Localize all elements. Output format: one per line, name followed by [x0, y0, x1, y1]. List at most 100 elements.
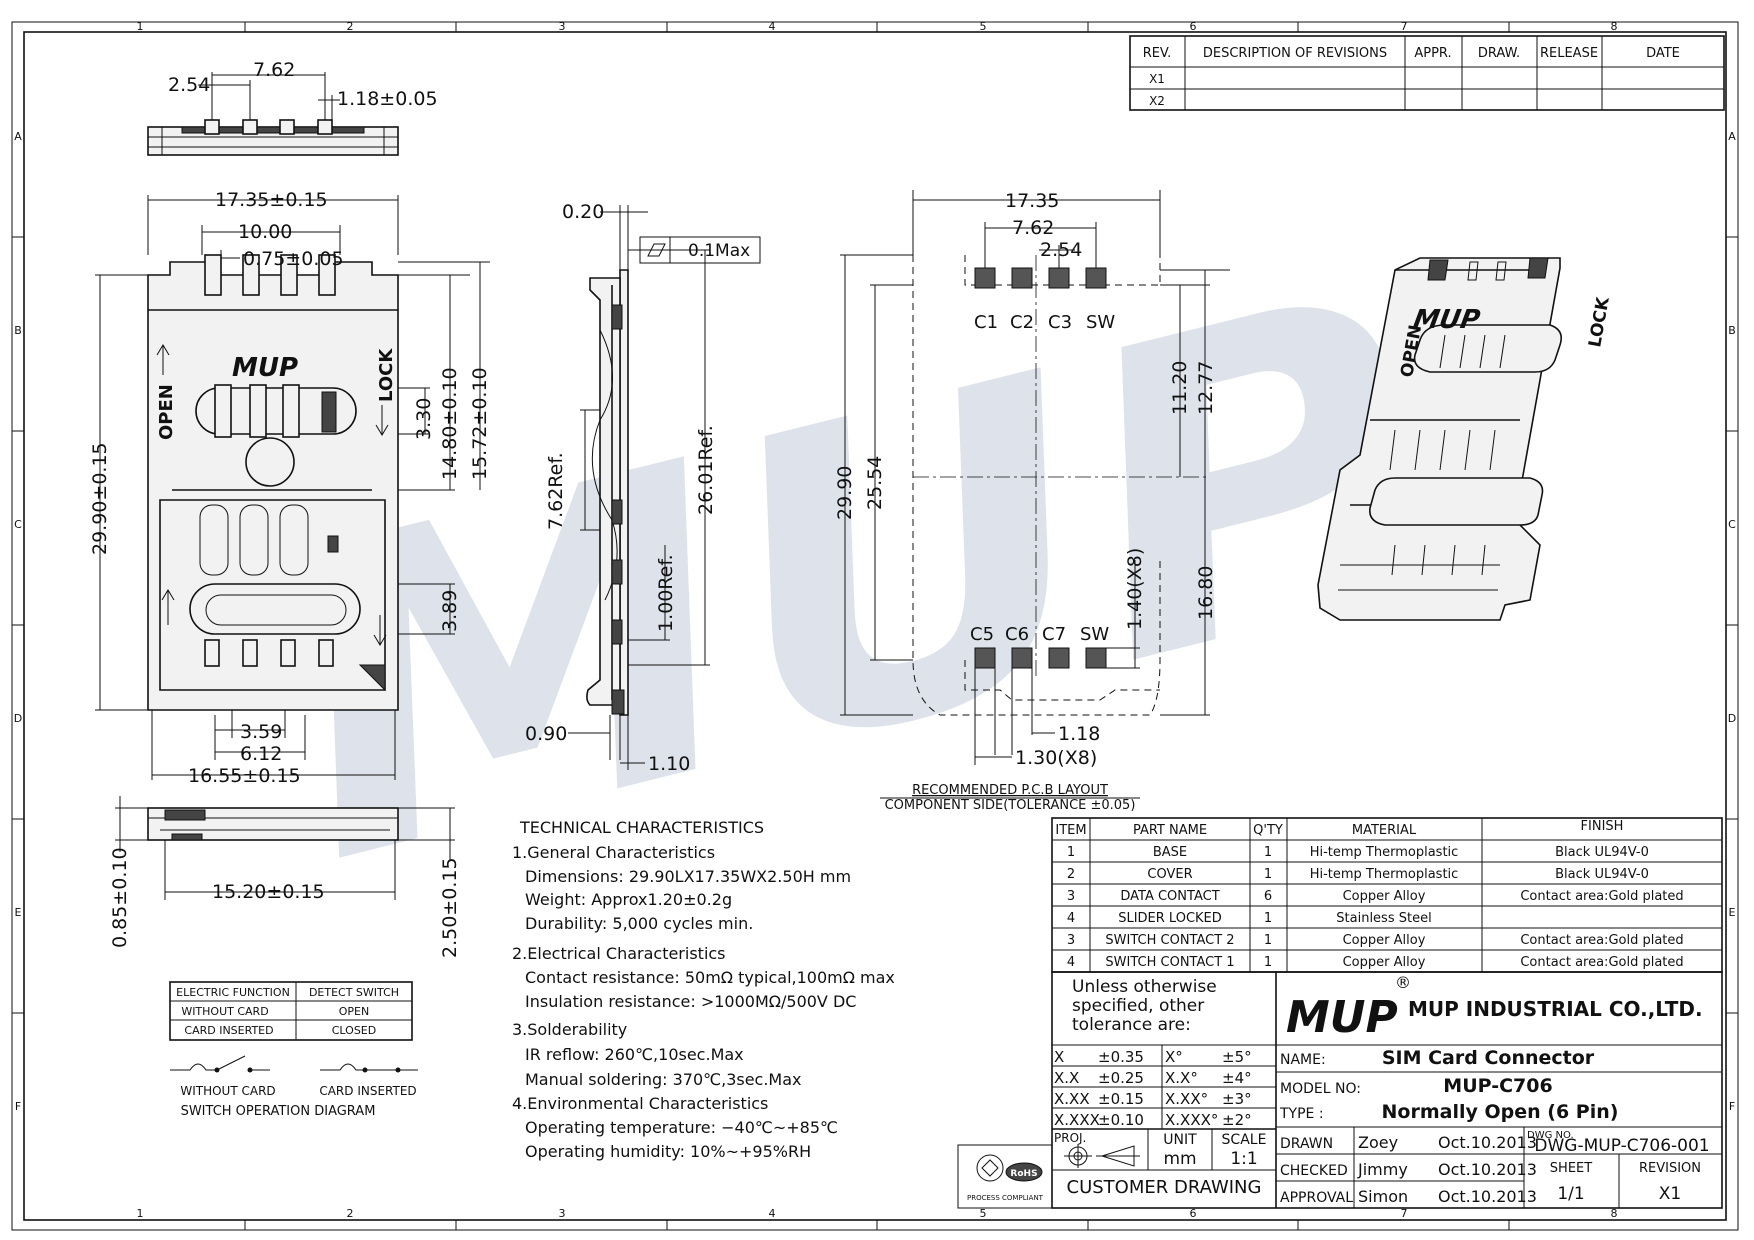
bom-cell: COVER	[1147, 867, 1192, 882]
signoff-cell: APPROVAL	[1280, 1190, 1353, 1206]
tolerance-cell: ±0.25	[1098, 1069, 1144, 1087]
front-lock-label: LOCK	[376, 348, 397, 402]
pcb-pad-sw-bottom	[1085, 647, 1107, 669]
dim-top-2-54: 2.54	[168, 74, 210, 96]
rev-header: DESCRIPTION OF REVISIONS	[1203, 46, 1387, 61]
unit-label: UNIT	[1163, 1132, 1197, 1148]
dim-front-14-80: 14.80±0.10	[439, 367, 461, 480]
bom-cell: 3	[1067, 933, 1075, 948]
customer-drawing: CUSTOMER DRAWING	[1067, 1177, 1262, 1198]
signoff-cell: Simon	[1358, 1187, 1408, 1206]
dim-top-7-62: 7.62	[253, 59, 295, 81]
row-label: D	[14, 712, 22, 725]
tech-line: Insulation resistance: >1000MΩ/500V DC	[525, 992, 856, 1011]
front-logo: MUP	[232, 353, 298, 383]
tolerance-cell: X.XX	[1054, 1090, 1090, 1108]
dim-pcb-25-54: 25.54	[864, 456, 886, 510]
signoff-cell: Zoey	[1358, 1133, 1398, 1152]
row-label: C	[1728, 518, 1736, 531]
bom-cell: Stainless Steel	[1336, 911, 1431, 926]
company-logo: MUP	[1286, 992, 1398, 1043]
pcb-pad-c6	[1011, 647, 1033, 669]
tech-line: 4.Environmental Characteristics	[512, 1094, 768, 1113]
pcb-pad-c2	[1011, 267, 1033, 289]
row-label: F	[15, 1100, 21, 1113]
tech-line: 2.Electrical Characteristics	[512, 944, 726, 963]
watermark-text: MUP	[236, 204, 1471, 957]
tech-line: Manual soldering: 370℃,3sec.Max	[525, 1070, 802, 1089]
bom-cell: Black UL94V-0	[1555, 845, 1649, 860]
bom-cell: Hi-temp Thermoplastic	[1310, 867, 1459, 882]
bom-header: Q'TY	[1253, 823, 1283, 838]
col-label: 6	[1190, 20, 1197, 33]
zone-ticks	[12, 22, 1738, 1230]
revision-value: X1	[1659, 1184, 1681, 1204]
rev-cell: X2	[1149, 94, 1165, 108]
signoff-cell: Oct.10.2013	[1438, 1160, 1537, 1179]
tolerance-cell: X.XX°	[1165, 1090, 1208, 1108]
revision-table: REV. DESCRIPTION OF REVISIONS APPR. DRAW…	[1129, 35, 1725, 111]
bom-cell: 3	[1067, 889, 1075, 904]
rohs-label: RoHS	[1010, 1169, 1037, 1179]
switch-table: ELECTRIC FUNCTION DETECT SWITCH WITHOUT …	[169, 981, 413, 1041]
row-label: E	[15, 906, 22, 919]
dim-pcb-1-18: 1.18	[1058, 723, 1100, 745]
front-view: MUP OPEN LOCK 17.35±0.15	[89, 189, 491, 787]
bom-cell: Black UL94V-0	[1555, 867, 1649, 882]
col-label: 1	[137, 1207, 144, 1220]
col-label: 8	[1611, 20, 1618, 33]
tolerance-cell: X.XXX	[1054, 1111, 1100, 1129]
scale-label: SCALE	[1222, 1132, 1267, 1148]
bom-header: PART NAME	[1133, 823, 1207, 838]
model-label: MODEL NO:	[1280, 1081, 1361, 1097]
rev-header: DATE	[1646, 46, 1680, 61]
col-label: 2	[347, 1207, 354, 1220]
dim-side-0-20: 0.20	[562, 201, 604, 223]
dim-side-0-90: 0.90	[525, 723, 567, 745]
dim-pcb-29-90: 29.90	[834, 466, 856, 520]
bom-cell: 1	[1264, 933, 1272, 948]
rohs-caption: PROCESS COMPLIANT	[967, 1194, 1044, 1202]
switch-diagram: WITHOUT CARD CARD INSERTED SWITCH OPERAT…	[170, 1055, 418, 1119]
bom-cell: Copper Alloy	[1343, 889, 1426, 904]
tech-line: Dimensions: 29.90LX17.35WX2.50H mm	[525, 867, 851, 886]
pad-label: C5	[970, 624, 994, 645]
switch-cell: WITHOUT CARD	[181, 1005, 268, 1018]
dim-side-1-00ref: 1.00Ref.	[655, 554, 677, 632]
dim-pcb-16-80: 16.80	[1195, 566, 1217, 620]
rev-header: RELEASE	[1540, 46, 1598, 61]
bom-cell: BASE	[1153, 845, 1187, 860]
tolerance-note: Unless otherwise	[1072, 977, 1217, 997]
dim-pcb-11-20: 11.20	[1169, 361, 1191, 415]
bom-cell: 1	[1264, 867, 1272, 882]
switch-label-without-card: WITHOUT CARD	[180, 1084, 275, 1098]
tech-line: IR reflow: 260℃,10sec.Max	[525, 1045, 744, 1064]
row-label: A	[14, 130, 22, 143]
pad-label: SW	[1086, 312, 1115, 333]
tech-line: 1.General Characteristics	[512, 843, 715, 862]
switch-label-card-inserted: CARD INSERTED	[319, 1084, 416, 1098]
pcb-title: RECOMMENDED P.C.B LAYOUT	[912, 783, 1108, 798]
col-label: 4	[769, 1207, 776, 1220]
unit-value: mm	[1163, 1149, 1196, 1169]
bom-cell: Copper Alloy	[1343, 933, 1426, 948]
iso-lock-label: LOCK	[1585, 295, 1614, 349]
col-label: 5	[980, 1207, 987, 1220]
bom-cell: 1	[1067, 845, 1075, 860]
row-labels-left: A B C D E F	[14, 130, 22, 1113]
rev-cell: X1	[1149, 72, 1165, 86]
col-label: 6	[1190, 1207, 1197, 1220]
bom-cell: 1	[1264, 911, 1272, 926]
registered-mark: ®	[1395, 973, 1411, 992]
tolerance-cell: ±0.10	[1098, 1111, 1144, 1129]
technical-characteristics: TECHNICAL CHARACTERISTICS 1.General Char…	[512, 818, 895, 1161]
tech-title: TECHNICAL CHARACTERISTICS	[519, 818, 764, 837]
bom-cell: 1	[1264, 955, 1272, 970]
dim-pcb-1-30: 1.30(X8)	[1015, 747, 1097, 769]
isometric-view: MUP OPEN LOCK	[1317, 257, 1614, 621]
dim-side-7-62ref: 7.62Ref.	[545, 452, 567, 530]
tolerance-cell: ±4°	[1222, 1069, 1252, 1087]
top-view: 2.54 7.62 1.18±0.05	[147, 59, 438, 156]
